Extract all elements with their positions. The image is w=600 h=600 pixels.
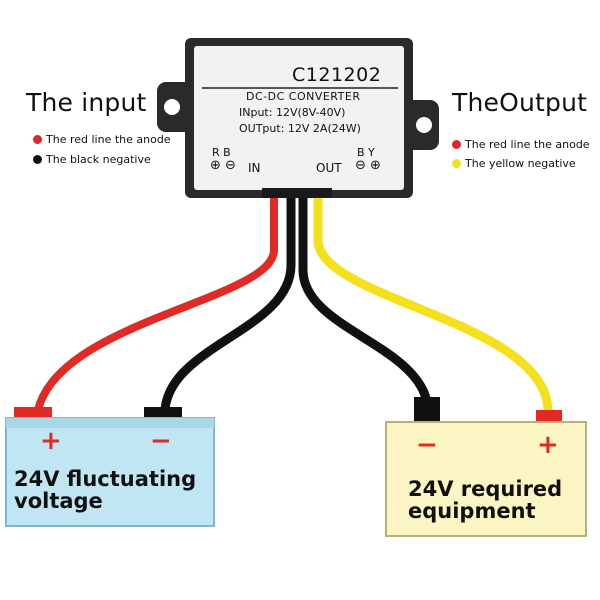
in-terminal-label: IN: [248, 161, 261, 175]
source-battery: [5, 407, 215, 527]
source-label-line2: voltage: [14, 489, 103, 513]
input-legend-negative: The black negative: [33, 153, 151, 166]
module-input-spec: INput: 12V(8V-40V): [239, 106, 346, 119]
module-label: [194, 46, 404, 190]
output-legend-negative: The yellow negative: [452, 157, 576, 170]
out-terminal-letters: B Y: [357, 146, 375, 159]
load-battery-body: [385, 421, 587, 537]
wires: [34, 190, 553, 415]
output-legend-anode: The red line the anode: [452, 138, 590, 151]
converter-module: [157, 38, 439, 198]
source-minus-sign: −: [150, 426, 172, 456]
input-legend-negative-text: The black negative: [46, 153, 151, 166]
source-plus-sign: +: [40, 426, 62, 456]
wire-grommet: [262, 188, 332, 198]
load-minus-sign: −: [416, 430, 438, 460]
input-red-wire: [34, 191, 278, 414]
input-legend-anode: The red line the anode: [33, 133, 171, 146]
out-terminal-signs: ⊖ ⊕: [355, 158, 381, 173]
yellow-dot-icon: [452, 159, 461, 168]
module-model: C121202: [292, 64, 382, 86]
output-legend-negative-text: The yellow negative: [465, 157, 576, 170]
module-type: DC-DC CONVERTER: [246, 90, 361, 103]
output-heading: TheOutput: [452, 88, 588, 117]
output-legend-anode-text: The red line the anode: [465, 138, 590, 151]
out-terminal-label: OUT: [316, 161, 342, 175]
in-terminal-signs: ⊕ ⊖: [210, 158, 236, 173]
input-legend-anode-text: The red line the anode: [46, 133, 171, 146]
input-heading: The input: [26, 88, 147, 117]
output-black-wire: [298, 190, 433, 415]
load-label-line2: equipment: [408, 499, 536, 523]
source-label-line1: 24V fluctuating: [14, 467, 197, 491]
red-dot-icon: [452, 140, 461, 149]
output-yellow-wire: [313, 190, 553, 415]
in-terminal-letters: R B: [212, 146, 231, 159]
input-black-wire: [160, 190, 296, 415]
module-output-spec: OUTput: 12V 2A(24W): [239, 122, 361, 135]
red-dot-icon: [33, 135, 42, 144]
load-label-line1: 24V required: [408, 477, 563, 501]
source-battery-body: [5, 417, 215, 527]
load-battery: [385, 397, 587, 537]
black-dot-icon: [33, 155, 42, 164]
load-plus-sign: +: [537, 430, 559, 460]
